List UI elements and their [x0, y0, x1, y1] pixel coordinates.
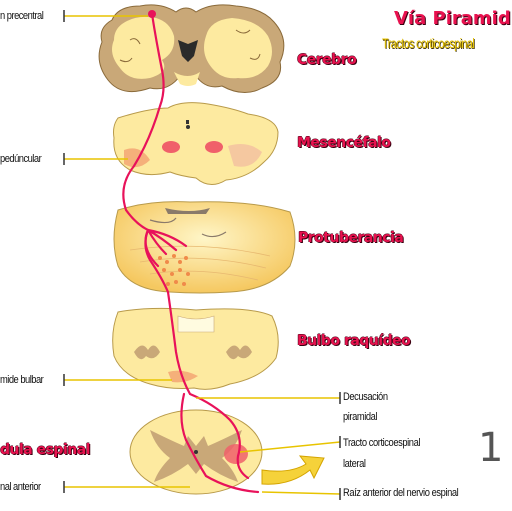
label-precentral: n precentral — [0, 10, 44, 22]
label-piramidal: piramidal — [343, 411, 378, 423]
label-anterior: nal anterior — [0, 481, 41, 493]
pons-section — [113, 201, 296, 294]
region-label-bulbo: Bulbo raquídeo — [297, 333, 411, 349]
label-raiz-anterior: Raíz anterior del nervio espinal — [343, 487, 459, 499]
leader-ticks — [63, 10, 341, 500]
label-peduncular: pedúncular — [0, 153, 42, 165]
region-label-protuberancia: Protuberancia — [298, 230, 404, 246]
region-label-medula: dula espinal — [0, 442, 90, 458]
midbrain-section — [113, 102, 279, 185]
region-label-mesencefalo: Mesencéfalo — [297, 135, 391, 151]
label-lateral: lateral — [343, 458, 366, 470]
medulla-section — [112, 307, 279, 390]
cerebrum-section — [98, 4, 285, 93]
page-subtitle: Tractos corticoespinal — [382, 35, 475, 51]
leader-lines — [64, 15, 341, 495]
corticospinal-tract — [122, 10, 260, 494]
label-decusacion: Decusación — [343, 391, 388, 403]
label-tracto-corticoespinal: Tracto corticoespinal — [343, 437, 421, 449]
page-title: Vía Piramid — [394, 8, 511, 29]
page-number: 1 — [478, 425, 504, 471]
label-bulbar: mide bulbar — [0, 374, 44, 386]
region-label-cerebro: Cerebro — [297, 52, 357, 68]
spinal-cord-section — [129, 409, 325, 495]
